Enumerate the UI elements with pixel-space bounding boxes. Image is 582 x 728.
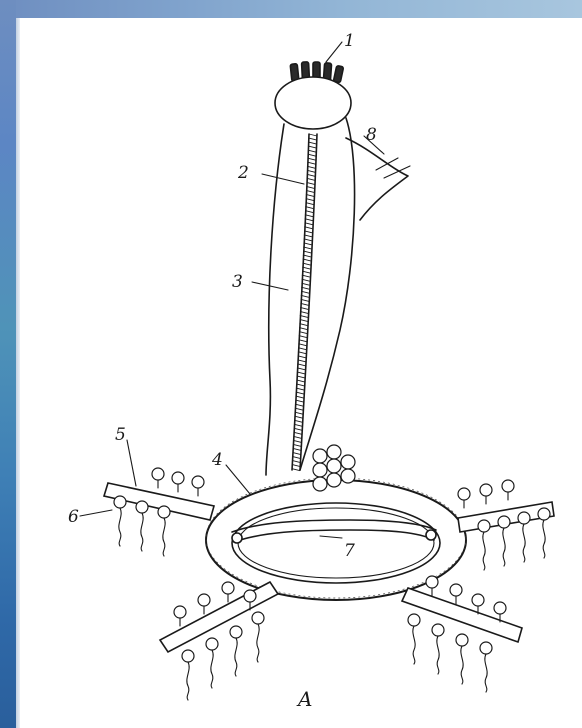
axon-hatch-mark — [309, 134, 317, 136]
receptor-bead — [114, 496, 126, 508]
axon-hatch-mark — [293, 444, 301, 446]
receptor-stem — [483, 532, 485, 570]
axon-hatch-mark — [293, 448, 301, 450]
receptor-stem — [461, 646, 463, 684]
axon-hatch-mark — [308, 162, 316, 164]
receptor-stem — [413, 626, 415, 664]
axon-hatch-mark — [295, 412, 303, 414]
axon-hatch-mark — [309, 138, 317, 140]
receptor-bead — [450, 584, 462, 596]
axon-hatch-mark — [308, 146, 316, 148]
receptor-stem — [523, 524, 525, 562]
receptor-bead — [182, 650, 194, 662]
axon-hatch-mark — [307, 166, 315, 168]
receptor-bead — [502, 480, 514, 492]
axon-hatch-mark — [293, 457, 301, 459]
receptor-stem — [485, 654, 487, 692]
axon-hatch-mark — [295, 404, 303, 406]
axon-hatch-mark — [294, 436, 302, 438]
receptor-bead — [152, 468, 164, 480]
axon-hatch-mark — [295, 420, 303, 422]
axon-hatching — [292, 134, 317, 471]
receptor-stem — [187, 662, 189, 700]
label-3: 3 — [232, 272, 243, 292]
receptor-stem — [257, 624, 259, 662]
label-5: 5 — [115, 425, 126, 445]
axon-hatch-mark — [307, 170, 315, 172]
figure-caption: A — [296, 687, 312, 711]
receptor-bead — [174, 606, 186, 618]
axon-hatch-mark — [295, 416, 303, 418]
receptor-stem — [119, 508, 121, 546]
axon-hatch-mark — [295, 408, 303, 410]
axon-hatch-mark — [296, 396, 304, 398]
label-7: 7 — [344, 541, 355, 561]
axon-hatch-mark — [293, 440, 301, 442]
receptor-stem — [543, 520, 545, 558]
receptor-bead — [478, 520, 490, 532]
label-1: 1 — [344, 31, 355, 51]
label-6: 6 — [68, 507, 79, 527]
label-8: 8 — [366, 125, 377, 145]
lateral-appendage — [346, 138, 410, 220]
receptor-bead — [432, 624, 444, 636]
receptor-bead — [252, 612, 264, 624]
axon-hatch-mark — [293, 453, 301, 455]
receptor-stem — [235, 638, 237, 676]
receptor-bead — [244, 590, 256, 602]
receptor-bead — [498, 516, 510, 528]
axon-hatch-mark — [292, 469, 300, 471]
receptor-bead — [172, 472, 184, 484]
receptor-bead — [222, 582, 234, 594]
label-4: 4 — [211, 450, 223, 470]
receptor-bead — [198, 594, 210, 606]
receptor-stem — [211, 650, 213, 688]
receptor-bead — [192, 476, 204, 488]
axon-hatch-mark — [308, 150, 316, 152]
axon-hatch-mark — [308, 158, 316, 160]
axon-hatch-mark — [292, 465, 300, 467]
receptor-bead — [136, 501, 148, 513]
receptor-bead — [206, 638, 218, 650]
axon-hatch-mark — [294, 428, 302, 430]
axon-hatch-mark — [309, 142, 317, 144]
receptor-stem — [437, 636, 439, 674]
receptor-bead — [158, 506, 170, 518]
receptor-stem — [141, 513, 143, 551]
receptor-bead — [518, 512, 530, 524]
receptor-bead — [472, 594, 484, 606]
label-2: 2 — [237, 163, 249, 183]
receptor-bead — [458, 488, 470, 500]
axon-hatch-mark — [294, 424, 302, 426]
receptor-stem — [503, 528, 505, 566]
receptor-stem — [163, 518, 165, 556]
axon-hatch-mark — [294, 432, 302, 434]
axon-hatch-mark — [308, 154, 316, 156]
axon-hatch-mark — [292, 461, 300, 463]
receptor-bead — [538, 508, 550, 520]
apical-knob — [275, 77, 351, 129]
receptor-bead — [480, 642, 492, 654]
receptor-bead — [230, 626, 242, 638]
receptor-bead — [408, 614, 420, 626]
receptor-bead — [494, 602, 506, 614]
axon-hatch-mark — [296, 392, 304, 394]
receptor-bead — [480, 484, 492, 496]
receptor-bead — [426, 576, 438, 588]
axon-hatch-mark — [296, 400, 304, 402]
receptor-bead — [456, 634, 468, 646]
